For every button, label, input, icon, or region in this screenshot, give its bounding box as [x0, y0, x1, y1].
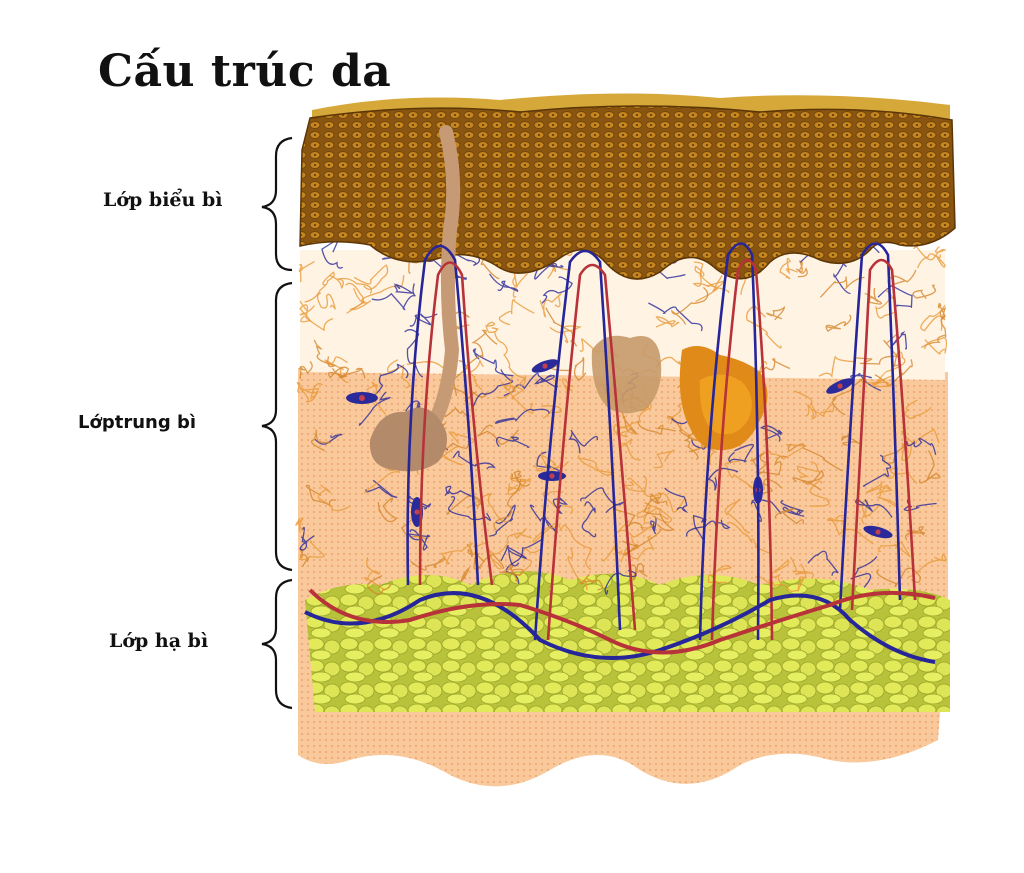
bracket-dermis	[262, 283, 292, 570]
epidermis-layer	[300, 106, 955, 279]
bracket-epidermis	[262, 138, 292, 270]
label-dermis: Lớptrung bì	[78, 412, 196, 433]
bracket-hypodermis	[262, 580, 292, 708]
label-hypodermis: Lớp hạ bì	[109, 630, 208, 652]
label-epidermis: Lớp biểu bì	[103, 189, 222, 211]
